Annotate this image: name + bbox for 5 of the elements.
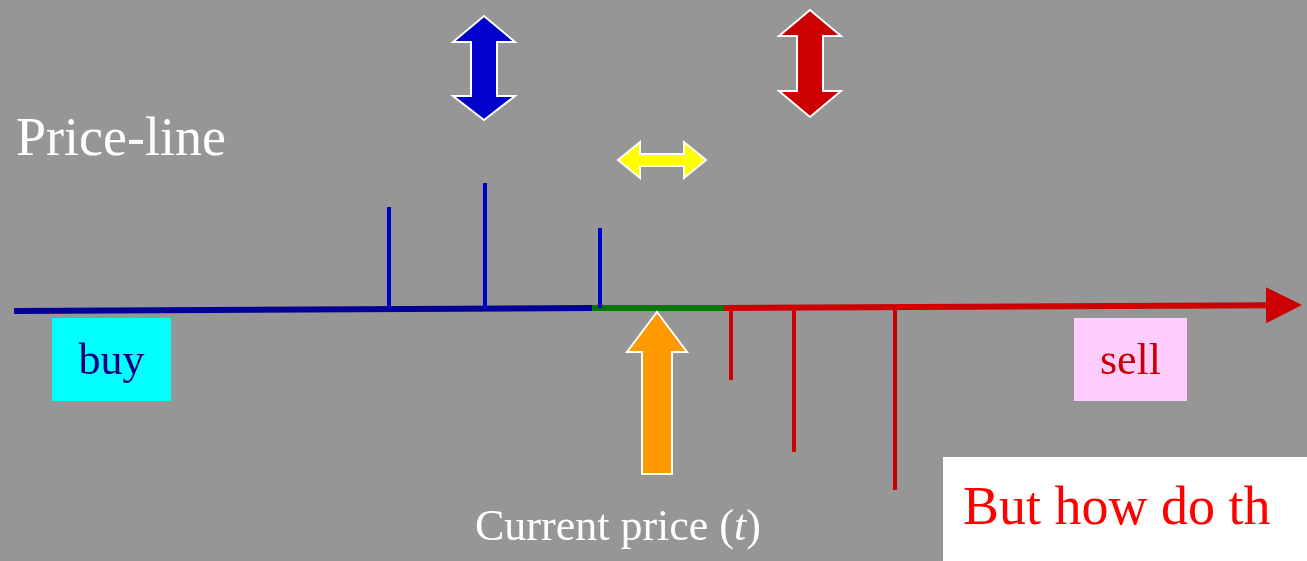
buy-label-box: buy (52, 318, 171, 401)
sell-label-box: sell (1074, 318, 1187, 401)
question-box: But how do th (943, 457, 1307, 561)
diagram-title: Price-line (16, 108, 226, 168)
current-price-caption: Current price (t) (475, 502, 761, 551)
